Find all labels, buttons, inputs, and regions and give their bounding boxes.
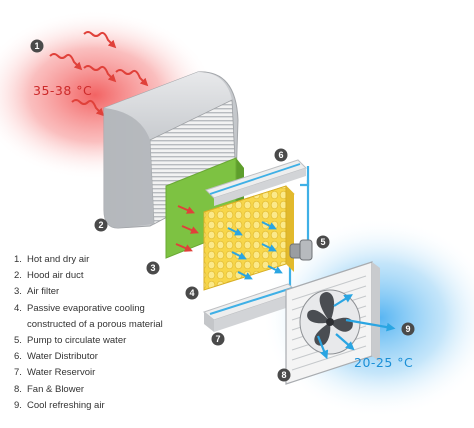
badge-8: 8 <box>277 368 291 382</box>
badge-9: 9 <box>401 322 415 336</box>
legend-number: 7. <box>14 367 22 379</box>
hot-air-temperature: 35-38 °C <box>33 83 92 98</box>
filter-arrow <box>177 205 195 214</box>
pad-arrows <box>227 221 283 280</box>
cool-air-arrow <box>333 294 353 307</box>
legend-number: 1. <box>14 254 22 265</box>
fan-blower <box>285 261 380 385</box>
legend-number: 3. <box>14 286 22 298</box>
svg-text:4: 4 <box>189 288 194 298</box>
legend-item: 1. Hot and dry air <box>14 252 187 268</box>
svg-text:3: 3 <box>150 263 155 273</box>
svg-text:1: 1 <box>34 41 39 51</box>
filter-arrows <box>175 205 199 252</box>
legend-number: 8. <box>14 383 22 395</box>
badge-6: 6 <box>274 148 288 162</box>
hot-air-arrow <box>83 31 117 49</box>
cool-air-arrow <box>316 335 329 360</box>
legend-number: 6. <box>14 351 22 363</box>
pad-arrow <box>267 265 283 274</box>
pad-arrow <box>237 271 253 280</box>
pad-arrow <box>227 227 243 236</box>
legend-item: 2. Hood air duct <box>14 268 187 284</box>
legend-text: Air filter <box>27 286 60 298</box>
badge-7: 7 <box>211 332 225 346</box>
badge-2: 2 <box>94 218 108 232</box>
badge-4: 4 <box>185 286 199 300</box>
svg-text:2: 2 <box>98 220 103 230</box>
svg-text:9: 9 <box>405 324 410 334</box>
legend-text: Fan & Blower <box>27 383 85 395</box>
svg-text:8: 8 <box>281 370 286 380</box>
legend-item: 8. Fan & Blower <box>14 382 187 398</box>
hot-air-arrow <box>83 65 117 83</box>
legend-item: 6. Water Distributor <box>14 349 187 365</box>
legend-text: Water Distributor <box>27 351 98 363</box>
badge-5: 5 <box>316 235 330 249</box>
legend-item: 4. Passive evaporative cooling constructe… <box>14 301 187 333</box>
legend-text: Passive evaporative cooling constructed … <box>27 302 163 330</box>
hot-air-arrow <box>49 53 83 71</box>
pad-arrow <box>231 251 247 260</box>
water-distributor <box>205 159 307 206</box>
legend-text: Water Reservoir <box>27 367 96 379</box>
legend-item: 7. Water Reservoir <box>14 365 187 381</box>
pad-arrow <box>261 243 277 252</box>
hot-air-arrows <box>49 31 149 117</box>
legend-number: 2. <box>14 270 22 282</box>
svg-text:5: 5 <box>320 237 325 247</box>
cool-air-arrows <box>316 294 396 360</box>
cool-air-arrow <box>335 333 355 351</box>
legend-number: 5. <box>14 335 22 347</box>
legend-item: 9. Cool refreshing air <box>14 398 187 414</box>
hot-air-arrow <box>115 69 149 87</box>
cool-air-temperature: 20-25 °C <box>354 355 413 370</box>
filter-arrow <box>181 225 199 234</box>
pad-arrow <box>261 221 277 230</box>
filter-arrow <box>175 243 193 252</box>
legend-text: Hood air duct <box>27 270 84 282</box>
legend-text: Cool refreshing air <box>27 399 105 411</box>
badge-3: 3 <box>146 261 160 275</box>
component-legend: 1. Hot and dry air 2. Hood air duct 3. Air … <box>14 252 187 414</box>
cool-air-arrow <box>345 318 396 332</box>
evaporative-pad <box>203 185 295 291</box>
legend-text: Pump to circulate water <box>27 335 127 347</box>
legend-number: 9. <box>14 399 22 411</box>
svg-text:7: 7 <box>215 334 220 344</box>
legend-text: Hot and dry air <box>27 254 90 265</box>
legend-item: 3. Air filter <box>14 284 187 300</box>
hot-air-arrow <box>71 99 105 117</box>
legend-item: 5. Pump to circulate water <box>14 333 187 349</box>
svg-text:6: 6 <box>278 150 283 160</box>
badge-1: 1 <box>30 39 44 53</box>
legend-number: 4. <box>14 302 22 314</box>
pump <box>289 239 313 261</box>
